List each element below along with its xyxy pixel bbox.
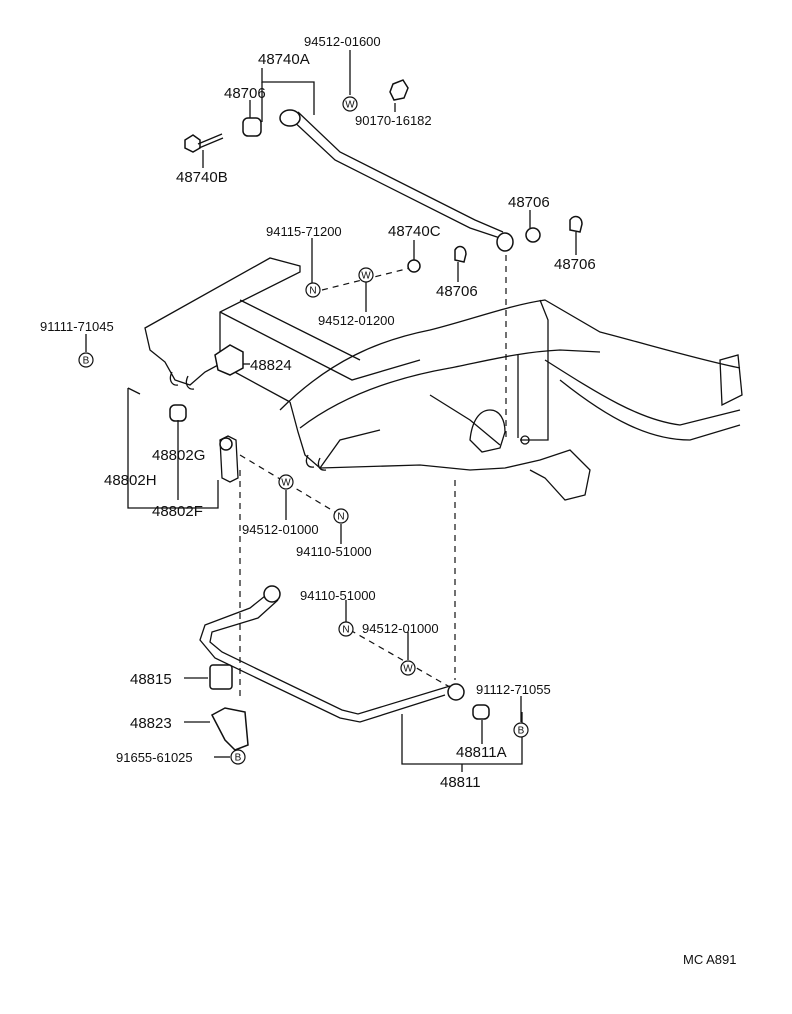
nut-symbol-mid: N bbox=[305, 282, 321, 298]
label-48811: 48811 bbox=[440, 774, 481, 791]
label-91111-71045: 91111-71045 bbox=[40, 319, 114, 334]
label-48706-mid: 48706 bbox=[436, 283, 478, 300]
svg-text:B: B bbox=[83, 356, 90, 367]
svg-text:B: B bbox=[518, 726, 525, 737]
svg-text:W: W bbox=[361, 271, 371, 282]
bolt-symbol-left: B bbox=[78, 352, 94, 368]
label-94512-01000-a: 94512-01000 bbox=[242, 522, 319, 537]
svg-text:W: W bbox=[345, 100, 355, 111]
label-94110-51000-a: 94110-51000 bbox=[296, 544, 372, 559]
washer-symbol-link: W bbox=[278, 474, 294, 490]
label-48802G: 48802G bbox=[152, 447, 205, 464]
label-94512-01000-b: 94512-01000 bbox=[362, 621, 439, 636]
washer-symbol-mid: W bbox=[358, 267, 374, 283]
label-48811A: 48811A bbox=[456, 744, 507, 761]
chassis-frame bbox=[144, 257, 743, 501]
label-94110-51000-b: 94110-51000 bbox=[300, 588, 376, 603]
small-parts bbox=[127, 79, 583, 751]
part-labels: 94512-01600 48740A 48706 90170-16182 487… bbox=[40, 34, 736, 967]
label-94512-01600: 94512-01600 bbox=[304, 34, 381, 49]
label-48706-right-1: 48706 bbox=[508, 194, 550, 211]
label-48706-top: 48706 bbox=[224, 85, 266, 102]
diagram-code: MC A891 bbox=[683, 952, 736, 967]
label-94115-71200: 94115-71200 bbox=[266, 224, 342, 239]
label-94512-01200: 94512-01200 bbox=[318, 313, 395, 328]
label-48824: 48824 bbox=[250, 357, 292, 374]
label-48823: 48823 bbox=[130, 715, 172, 732]
nut-symbol-link: N bbox=[333, 508, 349, 524]
nut-symbol-bar: N bbox=[338, 621, 354, 637]
washer-symbol-bar: W bbox=[400, 660, 416, 676]
label-48740A: 48740A bbox=[258, 51, 310, 68]
label-48802H: 48802H bbox=[104, 472, 157, 489]
bolt-symbol-right: B bbox=[513, 722, 529, 738]
svg-text:N: N bbox=[337, 512, 344, 523]
lateral-rod bbox=[279, 109, 514, 252]
label-48802F: 48802F bbox=[152, 503, 203, 520]
leader-lines bbox=[85, 50, 577, 772]
label-48740C: 48740C bbox=[388, 223, 441, 240]
label-90170-16182: 90170-16182 bbox=[355, 113, 432, 128]
label-91112-71055: 91112-71055 bbox=[476, 682, 551, 697]
label-48706-right-2: 48706 bbox=[554, 256, 596, 273]
washer-symbol-top: W bbox=[342, 96, 358, 112]
label-91655-61025: 91655-61025 bbox=[116, 750, 193, 765]
svg-text:W: W bbox=[281, 478, 291, 489]
label-48815: 48815 bbox=[130, 671, 172, 688]
bolt-symbol-bracket: B bbox=[230, 749, 246, 765]
label-48740B: 48740B bbox=[176, 169, 228, 186]
svg-text:B: B bbox=[235, 753, 242, 764]
svg-text:N: N bbox=[309, 286, 316, 297]
svg-text:W: W bbox=[403, 664, 413, 675]
stabilizer-bar bbox=[199, 585, 465, 723]
svg-text:N: N bbox=[342, 625, 349, 636]
